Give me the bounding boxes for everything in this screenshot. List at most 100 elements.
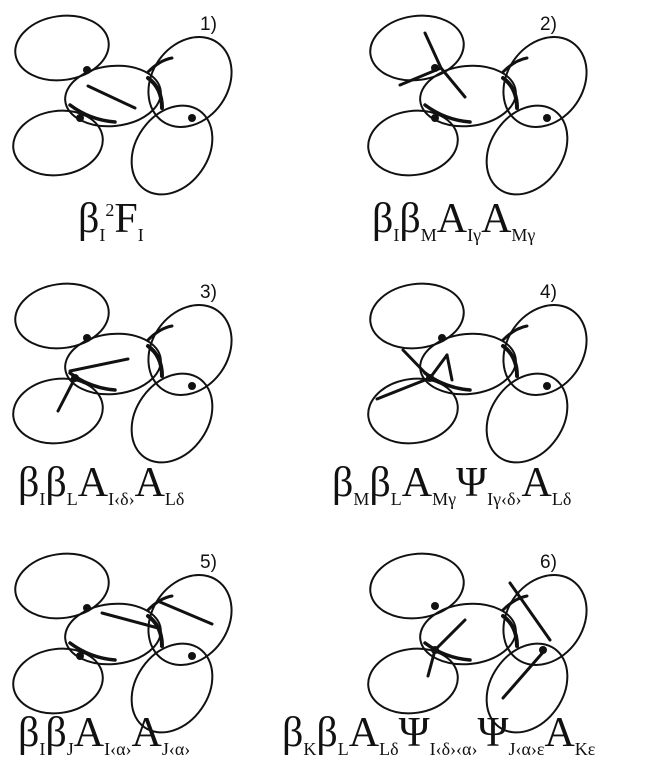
junction-arc-2: [501, 614, 519, 648]
formula-subscript: J: [66, 739, 74, 759]
panel-formula: βKβLALδΨI‹δ›‹α›ΨJ‹α›εAKε: [282, 710, 595, 758]
ellipse-bottom-left: [12, 377, 104, 445]
ellipse-top-left: [14, 282, 110, 350]
vertex-dot-1: [438, 334, 446, 342]
ellipse-right: [502, 304, 588, 396]
bond-line-1: [423, 31, 443, 70]
vertex-dot-1: [83, 604, 91, 612]
bond-line-1: [433, 618, 467, 652]
ellipse-top-left: [14, 552, 110, 620]
junction-arc-3: [146, 594, 174, 612]
ellipse-bottom-left: [367, 377, 459, 445]
formula-subscript: L: [390, 489, 402, 509]
formula-symbol: A: [481, 196, 512, 242]
formula-symbol: A: [134, 460, 165, 506]
ellipse-bottom-left: [367, 647, 459, 715]
junction-arc-1: [68, 641, 117, 662]
formula-subscript: J‹α›: [161, 739, 191, 759]
formula-subscript: I: [393, 225, 400, 245]
formula-symbol: A: [401, 460, 433, 506]
ellipse-top-left: [369, 282, 465, 350]
formula-subscript: J‹α›ε: [508, 739, 545, 759]
formula-symbol: β: [45, 710, 67, 756]
bond-line-2: [158, 600, 214, 626]
bond-line-3: [508, 581, 552, 642]
formula-symbol: Ψ: [477, 710, 509, 756]
formula-subscript: I‹δ›‹α›: [429, 739, 478, 759]
panel-number-label: 5): [200, 552, 217, 573]
formula-subscript: L: [66, 489, 78, 509]
formula-subscript: M: [353, 489, 370, 509]
diagram-panel-2: [367, 14, 588, 196]
panel-number-label: 4): [540, 282, 557, 303]
formula-subscript: I‹α›: [104, 739, 132, 759]
formula-subscript: I: [137, 225, 144, 245]
formula-symbol: Ψ: [456, 460, 488, 506]
formula-symbol: β: [399, 196, 421, 242]
panel-number-label: 1): [200, 14, 217, 35]
bond-line-2: [439, 66, 467, 99]
junction-arc-2: [501, 344, 519, 378]
formula-subscript: K: [303, 739, 317, 759]
formula-subscript: I: [99, 225, 106, 245]
bond-line-2: [426, 648, 437, 678]
ellipse-right: [147, 574, 233, 666]
formula-symbol: A: [131, 710, 162, 756]
vertex-dot-3: [539, 646, 547, 654]
formula-symbol: A: [77, 460, 109, 506]
bond-line-2: [428, 353, 449, 380]
panel-formula: βIβJAI‹α›AJ‹α›: [18, 710, 190, 758]
formula-symbol: β: [369, 460, 391, 506]
bond-line-1: [68, 357, 130, 373]
formula-symbol: A: [73, 710, 105, 756]
formula-symbol: F: [114, 196, 138, 242]
formula-symbol: β: [18, 460, 40, 506]
vertex-dot-2: [426, 374, 434, 382]
ellipse-bottom-left: [12, 647, 104, 715]
ellipse-top-left: [369, 552, 465, 620]
vertex-dot-2: [431, 114, 439, 122]
formula-symbol: β: [332, 460, 354, 506]
ellipse-bottom-right: [130, 372, 214, 464]
formula-subscript: M: [420, 225, 437, 245]
formula-symbol: A: [544, 710, 575, 756]
formula-subscript: I: [39, 739, 46, 759]
panel-formula: βIβLAI‹δ›ALδ: [18, 460, 184, 508]
vertex-dot-2: [76, 114, 84, 122]
junction-arc-3: [501, 56, 529, 74]
formula-subscript: Lδ: [379, 739, 399, 759]
formula-symbol: β: [78, 196, 100, 242]
junction-arc-3: [146, 56, 174, 74]
formula-subscript: I: [39, 489, 46, 509]
vertex-dot-1: [431, 64, 439, 72]
formula-subscript: I‹δ›: [108, 489, 135, 509]
diagram-panel-5: [12, 552, 233, 734]
formula-subscript: Mγ: [511, 225, 536, 245]
junction-arc-2: [146, 76, 164, 110]
junction-arc-1: [423, 641, 472, 662]
ellipse-bottom-right: [130, 642, 214, 734]
formula-subscript: Lδ: [164, 489, 185, 509]
vertex-dot-3: [188, 114, 196, 122]
ellipse-right: [147, 304, 233, 396]
panel-formula: βI2FI: [78, 196, 144, 244]
vertex-dot-3: [188, 652, 196, 660]
ellipse-bottom-right: [485, 104, 569, 196]
panel-number-label: 6): [540, 552, 557, 573]
formula-symbol: β: [282, 710, 304, 756]
bond-line-4: [445, 353, 454, 382]
diagram-panel-6: [367, 552, 588, 734]
vertex-dot-1: [83, 334, 91, 342]
diagram-panel-1: [12, 14, 233, 196]
formula-symbol: Ψ: [398, 710, 430, 756]
junction-arc-3: [501, 324, 529, 342]
junction-arc-2: [501, 76, 519, 110]
panel-formula: βIβMAIγAMγ: [372, 196, 535, 244]
ellipse-bottom-left: [367, 109, 459, 177]
vertex-dot-2: [76, 652, 84, 660]
bond-line-1: [86, 84, 137, 110]
formula-subscript: Iγ‹δ›: [487, 489, 522, 509]
formula-superscript: 2: [105, 200, 115, 220]
formula-subscript: Mγ: [432, 489, 457, 509]
ellipse-right: [147, 36, 233, 128]
